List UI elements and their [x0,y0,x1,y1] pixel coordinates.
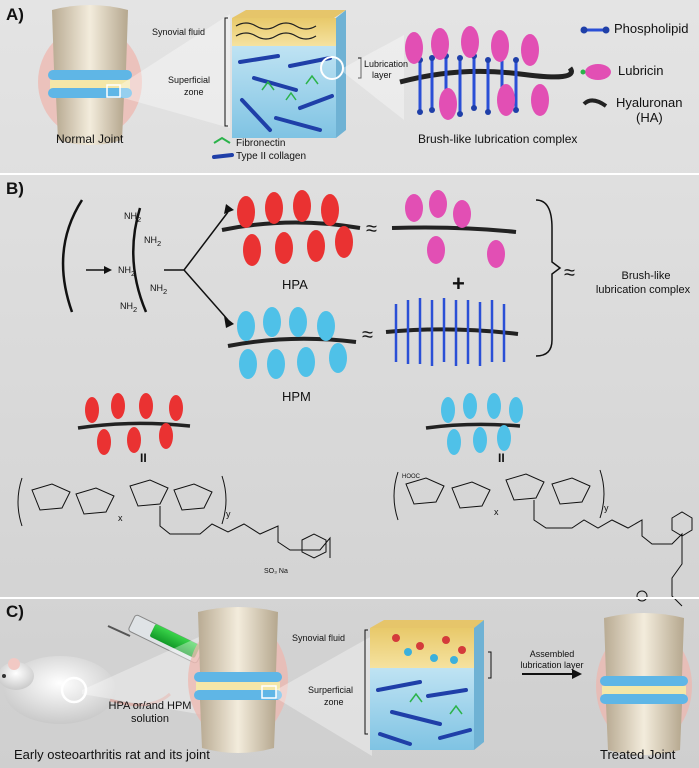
scale-bracket-c [364,629,492,735]
collagen-label: Type II collagen [236,151,307,162]
hpa-conjugate-b [221,190,361,266]
scheme-b [61,199,562,357]
hpm-conjugate-b [227,307,357,379]
treated-joint-illustration [596,613,692,755]
superficial-zone-label-1: Superficial [168,75,211,85]
rat-caption: Early osteoarthritis rat and its joint [14,747,210,762]
hpm-y-subscript: y [604,503,609,513]
normal-joint-caption: Normal Joint [56,132,124,146]
phospholipid-bilayer-b [385,298,519,366]
amine-label-2: NH2 [144,235,162,248]
brush-complex-a [399,26,574,120]
amine-label-1: NH2 [124,211,142,224]
lubrication-layer-label-1: Lubrication [364,59,409,69]
hpa-small [77,393,191,455]
rat-illustration [0,656,172,724]
superficial-zone-c-label-1: Surperficial [308,685,354,695]
brush-complex-caption: Brush-like lubrication complex [418,132,578,146]
hpa-label: HPA [282,277,308,292]
solution-label-2: solution [131,713,169,725]
assembled-label-2: lubrication layer [520,660,584,670]
lubricin-complex-b [391,190,517,268]
superficial-zone-c-label-2: zone [324,697,344,707]
panel-a-label: A) [6,5,24,24]
approx-symbol-1: ≈ [366,218,377,240]
hpa-x-subscript: x [118,513,123,523]
legend-lubricin: Lubricin [618,63,664,78]
approx-symbol-3: ≈ [564,262,575,284]
scale-bracket-a [224,17,362,127]
amine-label-5: NH2 [120,301,138,314]
legend-phospholipid: Phospholipid [614,21,689,36]
hpa-y-subscript: y [226,509,231,519]
approx-symbol-2: ≈ [362,324,373,346]
lubrication-layer-label-2: layer [372,70,392,80]
hpm-small [425,393,523,455]
sulfonate-label: SO₃ Na [264,568,288,575]
assembled-arrow [522,669,582,679]
brush-complex-b-label-1: Brush-like [621,270,671,282]
amine-label-3: NH2 [118,265,136,278]
brush-complex-b-label-2: lubrication complex [595,284,691,296]
solution-label-1: HPA or/and HPM [108,700,192,712]
hpa-equals: II [140,451,147,465]
legend-icons [580,26,611,108]
superficial-zone-label-2: zone [184,87,204,97]
normal-joint-illustration [38,5,142,145]
collagen-legend-icon [212,153,234,159]
cartilage-block-c [370,620,484,750]
panel-b-label: B) [6,179,24,198]
treated-joint-c-source [188,607,288,753]
fibronectin-legend-icon [213,136,231,144]
hpm-x-subscript: x [494,507,499,517]
synovial-fluid-label: Synovial fluid [152,27,206,37]
plus-symbol: + [452,271,465,296]
synovial-fluid-c-label: Synovial fluid [292,633,346,643]
hpa-chemical-structure [17,475,331,559]
assembled-label-1: Assembled [529,649,575,659]
treated-joint-caption: Treated Joint [600,747,676,762]
cartilage-block-a [232,10,346,138]
panel-c-label: C) [6,602,24,621]
cooh-label: HOOC [402,474,420,480]
legend-hyaluronan-1: Hyaluronan [616,95,683,110]
hpm-equals: II [498,451,505,465]
hpm-label: HPM [282,389,311,404]
amine-label-4: NH2 [150,283,168,296]
hpm-chemical-structure [393,469,693,607]
legend-hyaluronan-2: (HA) [636,110,663,125]
fibronectin-label: Fibronectin [236,138,286,149]
